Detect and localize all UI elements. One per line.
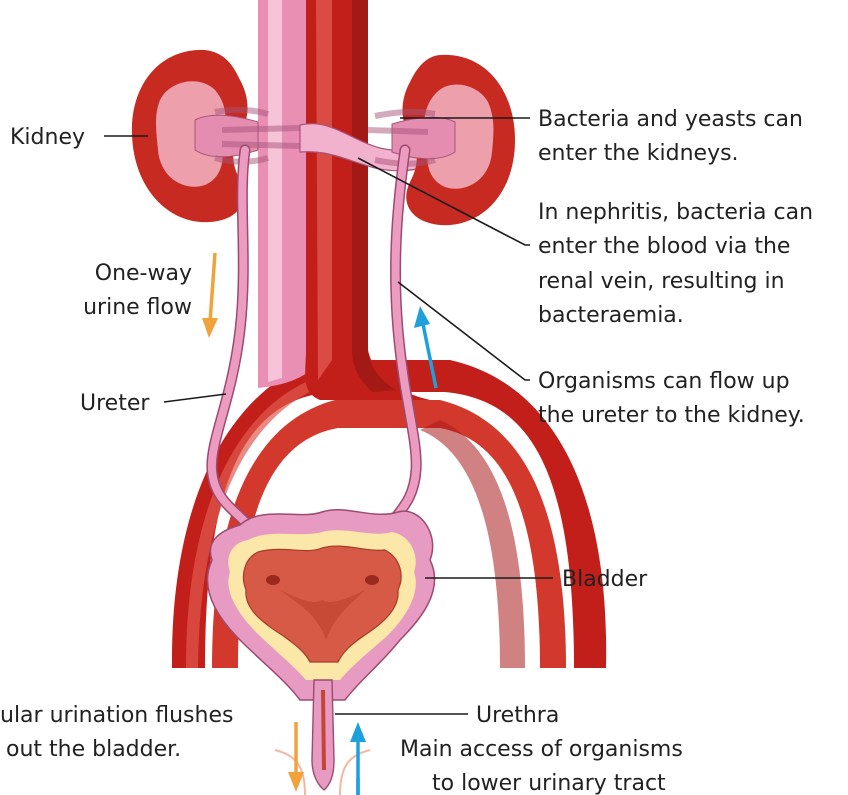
flow-arrows <box>202 252 438 795</box>
left-kidney <box>131 49 301 223</box>
urethra <box>274 679 371 795</box>
urine-flow-label-line2: urine flow <box>83 295 192 320</box>
nephritis-label-line2: enter the blood via the <box>538 234 790 259</box>
right-kidney <box>367 54 515 226</box>
urethra-downward-arrow <box>288 722 304 792</box>
downward-flow-arrow <box>202 252 218 338</box>
nephritis-label-line1: In nephritis, bacteria can <box>538 200 813 225</box>
urethra-label: Urethra <box>476 703 559 728</box>
labels: Kidney One-way urine flow Ureter Bacteri… <box>0 107 813 795</box>
kidney-label: Kidney <box>10 125 85 150</box>
left-kidney-medulla <box>156 81 226 187</box>
nephritis-label-line4: bacteraemia. <box>538 303 684 328</box>
nephritis-leader <box>357 157 530 246</box>
upward-infection-arrow <box>414 306 438 389</box>
vena-cava <box>258 0 308 388</box>
bladder-trigone <box>280 590 365 640</box>
bacteria-label-line2: enter the kidneys. <box>538 141 739 166</box>
urethra-lumen <box>321 690 326 770</box>
left-ureter-fill <box>207 146 252 529</box>
aorta <box>305 0 430 400</box>
organisms-leader <box>397 281 530 381</box>
ureter-leader <box>163 393 227 403</box>
bladder <box>206 508 436 701</box>
access-label-line1: Main access of organisms <box>400 737 683 762</box>
right-ureter-orifice <box>365 575 379 585</box>
urethra-upward-arrow <box>350 722 366 795</box>
bladder-label: Bladder <box>562 567 648 592</box>
urination-label-line1: ular urination flushes <box>0 703 233 728</box>
ureters <box>206 144 422 531</box>
ureter-label: Ureter <box>80 391 150 416</box>
iliac-vessels <box>171 360 607 668</box>
right-kidney-medulla <box>424 84 494 189</box>
bacteria-label-line1: Bacteria and yeasts can <box>538 107 803 132</box>
aorta-shadow <box>352 0 396 392</box>
organisms-label-line1: Organisms can flow up <box>538 369 790 394</box>
leader-lines <box>104 117 553 715</box>
iliac-artery-right-band <box>420 420 525 668</box>
urethra-right-flap <box>339 749 371 795</box>
iliac-artery-highlight <box>186 375 335 668</box>
left-ureter-orifice <box>266 575 280 585</box>
nephritis-label-line3: renal vein, resulting in <box>538 269 785 294</box>
access-label-line2: to lower urinary tract <box>432 771 666 795</box>
urine-flow-label-line1: One-way <box>95 261 192 286</box>
vena-cava-body <box>258 0 308 388</box>
organisms-label-line2: the ureter to the kidney. <box>538 403 805 428</box>
urination-label-line2: out the bladder. <box>6 737 181 762</box>
right-ureter-fill <box>386 146 421 529</box>
vena-cava-highlight <box>268 0 282 382</box>
aorta-highlight <box>316 0 332 380</box>
